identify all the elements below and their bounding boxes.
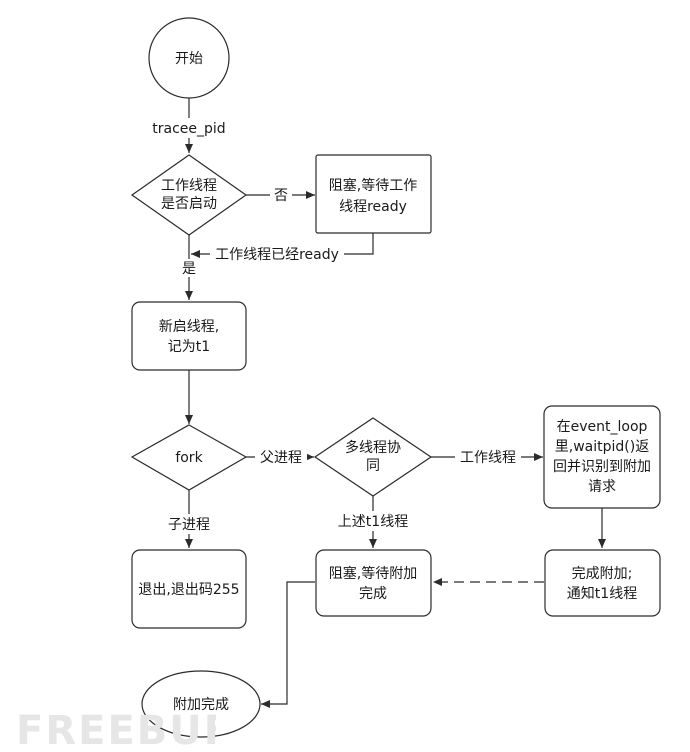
label-above-t1: 上述t1线程 <box>338 514 408 530</box>
multi-sync-node: 多线程协 同 <box>313 417 433 497</box>
exit-label: 退出,退出码255 <box>138 582 239 598</box>
new-thread-line2: 记为t1 <box>168 339 210 355</box>
decision-worker-started: 工作线程 是否启动 <box>130 154 248 236</box>
decision-worker-line1: 工作线程 <box>161 178 217 194</box>
block-wait-worker-node: 阻塞,等待工作 线程ready <box>315 154 432 234</box>
end-label: 附加完成 <box>173 697 229 713</box>
fork-node: fork <box>130 424 248 491</box>
start-label: 开始 <box>175 51 203 67</box>
fork-label: fork <box>175 450 203 466</box>
watermark-text: FREEBUF <box>16 708 216 752</box>
multi-sync-line2: 同 <box>366 458 380 474</box>
label-worker-ready: 工作线程已经ready <box>215 247 339 263</box>
label-child: 子进程 <box>168 517 210 533</box>
start-node: 开始 <box>148 17 230 99</box>
event-loop-line4: 请求 <box>588 479 616 495</box>
label-yes: 是 <box>182 261 196 277</box>
label-tracee-pid: tracee_pid <box>152 121 225 137</box>
label-no: 否 <box>274 188 288 204</box>
multi-sync-line1: 多线程协 <box>345 439 401 456</box>
block-wait-attach-line1: 阻塞,等待附加 <box>329 565 417 582</box>
edge-labels: tracee_pid 否 工作线程已经ready 是 父进程 工作线程 子进程 … <box>148 118 521 534</box>
event-loop-line1: 在event_loop <box>557 419 648 435</box>
attach-done-notify-line1: 完成附加; <box>572 566 633 582</box>
event-loop-node: 在event_loop 里,waitpid()返 回并识别到附加 请求 <box>543 405 661 509</box>
event-loop-line3: 回并识别到附加 <box>553 459 651 475</box>
block-wait-worker-line2: 线程ready <box>339 199 407 215</box>
attach-done-notify-line2: 通知t1线程 <box>567 585 637 602</box>
new-thread-line1: 新启线程, <box>159 319 219 335</box>
label-worker-thread: 工作线程 <box>460 450 516 466</box>
freebuf-watermark: FREEBUF <box>16 708 216 752</box>
block-wait-worker-line1: 阻塞,等待工作 <box>329 177 417 194</box>
exit-node: 退出,退出码255 <box>131 549 247 629</box>
end-node: 附加完成 <box>141 670 261 738</box>
new-thread-node: 新启线程, 记为t1 <box>131 301 247 371</box>
event-loop-line2: 里,waitpid()返 <box>555 439 649 455</box>
block-wait-attach-line2: 完成 <box>359 586 387 602</box>
block-wait-attach-node: 阻塞,等待附加 完成 <box>315 549 432 617</box>
edge-blockattach-to-end <box>261 581 315 708</box>
attach-done-notify-node: 完成附加; 通知t1线程 <box>544 549 661 617</box>
label-parent: 父进程 <box>260 450 302 466</box>
decision-worker-line2: 是否启动 <box>161 196 217 212</box>
